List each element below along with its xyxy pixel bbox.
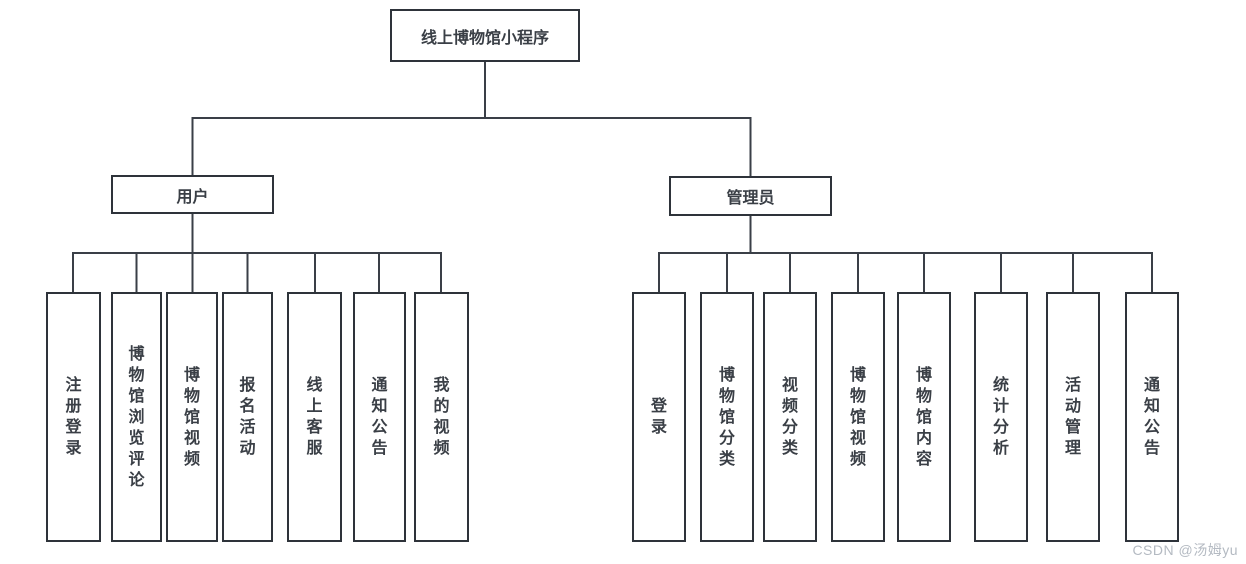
node-label: 博物馆视频: [183, 366, 200, 468]
node-museum-browse-comments: 博物馆浏览评论: [111, 292, 162, 542]
node-label: 我的视频: [433, 377, 450, 457]
node-root-title: 线上博物馆小程序: [390, 9, 580, 62]
node-login: 登录: [632, 292, 686, 542]
node-museum-videos: 博物馆视频: [166, 292, 218, 542]
node-label: 注册登录: [65, 377, 82, 457]
node-label: 通知公告: [371, 377, 388, 457]
node-museum-videos-admin: 博物馆视频: [831, 292, 885, 542]
node-museum-categories: 博物馆分类: [700, 292, 754, 542]
node-label: 报名活动: [239, 377, 256, 457]
node-label: 通知公告: [1143, 377, 1160, 457]
node-online-customer-service: 线上客服: [287, 292, 342, 542]
csdn-watermark: CSDN @汤姆yu: [1132, 542, 1238, 558]
node-museum-content: 博物馆内容: [897, 292, 951, 542]
node-label: 博物馆分类: [718, 366, 735, 468]
node-statistics-analysis: 统计分析: [974, 292, 1028, 542]
node-label: 线上客服: [306, 377, 323, 457]
node-notice-announcements-admin: 通知公告: [1125, 292, 1179, 542]
node-label: 博物馆内容: [915, 366, 932, 468]
node-label: 博物馆视频: [849, 366, 866, 468]
node-video-categories: 视频分类: [763, 292, 817, 542]
node-signup-activities: 报名活动: [222, 292, 273, 542]
node-label: 视频分类: [781, 377, 798, 457]
node-label: 统计分析: [992, 377, 1009, 457]
node-notice-announcements-user: 通知公告: [353, 292, 406, 542]
node-label: 登录: [650, 398, 667, 436]
node-label: 活动管理: [1064, 377, 1081, 457]
node-activity-management: 活动管理: [1046, 292, 1100, 542]
node-label: 博物馆浏览评论: [128, 345, 145, 489]
node-user-branch: 用户: [111, 175, 274, 214]
node-admin-branch: 管理员: [669, 176, 832, 216]
node-register-login: 注册登录: [46, 292, 101, 542]
node-my-videos: 我的视频: [414, 292, 469, 542]
